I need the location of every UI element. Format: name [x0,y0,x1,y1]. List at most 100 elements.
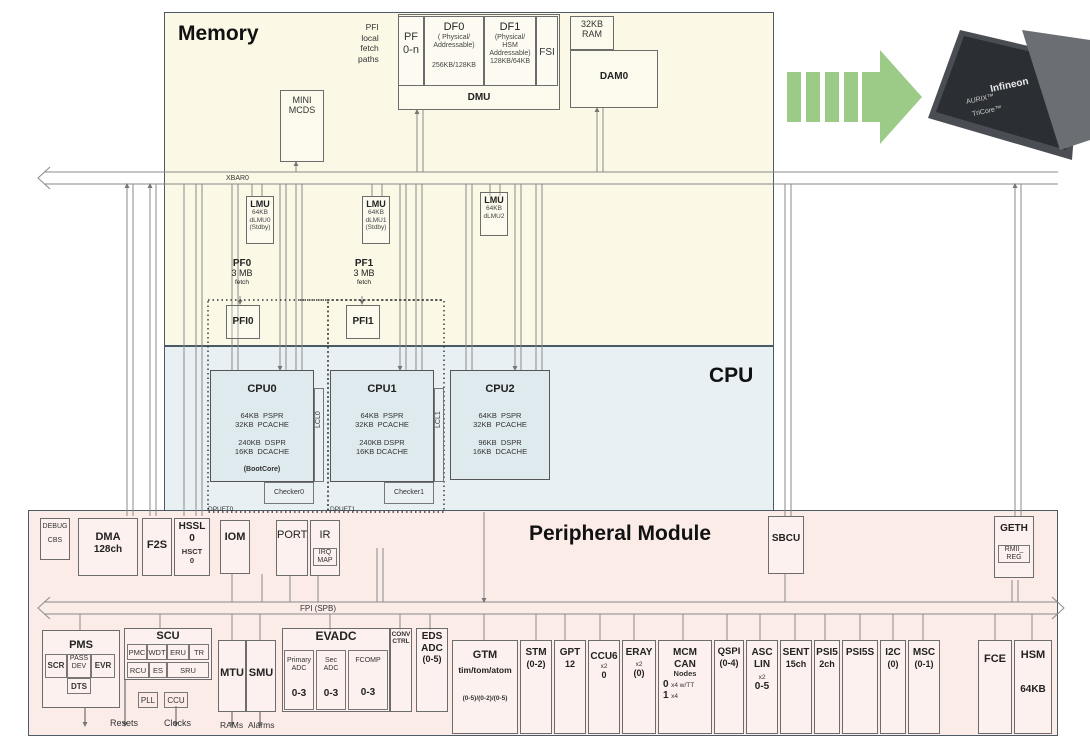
pmc-block: PMC [127,644,147,660]
pf-label: PF 0-n [403,31,419,56]
scu-block: SCU [124,628,212,680]
gpt-val: 12 [564,658,575,669]
memory-title: Memory [178,22,259,45]
i2c-val: (0) [887,658,899,669]
gpt-name: GPT [559,647,581,658]
fcomp-val: 0-3 [360,687,376,699]
f2s-label: F2S [146,539,168,551]
memory-region [164,12,774,346]
ccu6-val: 0 [601,669,607,680]
fcomp-block: FCOMP 0-3 [348,650,388,710]
dpu1-label: DPUFT1 [330,506,356,513]
df1-block: DF1 (Physical/ HSM Addressable) 128KB/64… [484,16,536,86]
clocks-label: Clocks [164,718,192,728]
sbcu-label: SBCU [771,533,801,544]
smu-block: SMU [246,640,276,712]
pms-name: PMS [69,639,93,651]
mini-mcds-label: MINI MCDS [288,95,316,116]
dmu-label: DMU [467,92,491,103]
ccu6-x: x2 [600,662,608,670]
sru-block: SRU [167,662,209,678]
df1-size: 128KB/64KB [489,57,531,65]
checker1-label: Checker1 [394,489,424,496]
evr-block: EVR [91,654,115,678]
debug-label: DEBUG [42,523,68,530]
pf0-name: PF0 [232,258,252,269]
hssl-block: HSSL 0 HSCT 0 [174,518,210,576]
ram-block: 32KB RAM [570,16,614,50]
cpu0-note: (BootCore) [243,466,281,474]
mcmcan-nodes: Nodes [673,669,697,678]
gtm-block: GTM tim/tom/atom (0-5)/(0-2)/(0-5) [452,640,518,734]
ccu6-block: CCU6 x2 0 [588,640,620,734]
eray-name: ERAY [625,647,653,658]
df1-name: DF1 [499,21,521,33]
i2c-name: I2C [885,647,901,658]
cpu1-name: CPU1 [367,383,397,395]
lmu2-desc: 64KB dLMU2 [483,205,505,220]
stm-val: (0-2) [526,658,546,669]
ram-label: 32KB RAM [580,19,604,40]
primary-adc-block: Primary ADC 0-3 [284,650,314,710]
hsct-name: HSCT [181,547,203,556]
wdt-block: WDT [147,644,167,660]
pf-block: PF 0-n [398,16,424,86]
lmu1-desc: 64KB dLMU1 (Stdby) [365,209,387,232]
rams-label: RAMs [220,720,244,730]
pfi0-block: PFI0 [226,305,260,339]
sbcu-block: SBCU [768,516,804,574]
checker1-block: Checker1 [384,482,434,504]
lmu0-name: LMU [250,199,270,209]
alarms-label: Alarms [248,720,275,730]
psi5s-label: PSI5S [845,647,875,658]
fce-block: FCE [978,640,1012,734]
sec-adc-name: Sec ADC [323,657,339,673]
asclin-val: 0-5 [754,681,770,693]
qspi-block: QSPI (0-4) [714,640,744,734]
psi5-name: PSI5 [816,647,838,658]
psi5-block: PSI5 2ch [814,640,840,734]
evadc-name: EVADC [315,629,357,643]
qspi-val: (0-4) [719,657,739,668]
smu-label: SMU [248,667,274,679]
lmu2-name: LMU [484,195,504,205]
df0-desc: ( Physical/ Addressable) [433,33,475,49]
mcmcan-node1-desc: x4 [671,693,678,701]
ccu6-name: CCU6 [590,651,618,662]
dma-name: DMA [95,531,121,543]
scr-block: SCR [45,654,67,678]
pfi0-label: PFI0 [232,316,254,327]
cpu0-name: CPU0 [247,383,277,395]
i2c-block: I2C (0) [880,640,906,734]
sec-adc-val: 0-3 [323,687,339,699]
msc-val: (0-1) [914,658,934,669]
cpu0-l2: 240KB DSPR 16KB DCACHE [234,437,290,456]
dma-block: DMA 128ch [78,518,138,576]
mcmcan-block: MCM CAN Nodes 0 x4 w/TT 1 x4 [658,640,712,734]
gtm-val: (0-5)/(0-2)/(0-5) [462,695,508,703]
pfi1-label: PFI1 [352,316,374,327]
mcmcan-line2: 1 x4 [659,690,711,702]
df0-block: DF0 ( Physical/ Addressable) 256KB/128KB [424,16,484,86]
psi5s-block: PSI5S [842,640,878,734]
port-label: PORT [277,529,308,541]
checker0-block: Checker0 [264,482,314,504]
ccu-block: CCU [164,692,188,708]
asclin-block: ASC LIN x2 0-5 [746,640,778,734]
dmu-block [398,14,560,110]
debug-block: DEBUG CBS [40,518,70,560]
rcu-block: RCU [127,662,149,678]
pf0-fetch: fetch [234,278,250,286]
asclin-x: x2 [758,674,766,681]
pf0-label: PF0 3 MB fetch [222,258,262,286]
fpi-label: FPI (SPB) [300,604,337,613]
pf0-size: 3 MB [231,268,253,278]
cpu2-l2: 96KB DSPR 16KB DCACHE [472,437,528,456]
hssl-num: 0 [189,532,195,544]
lmu1-block: LMU 64KB dLMU1 (Stdby) [362,196,390,244]
mcmcan-name: MCM CAN [673,647,697,670]
mtu-block: MTU [218,640,246,712]
checker0-label: Checker0 [274,489,304,496]
geth-block: GETH RMII_ REG [994,516,1034,578]
lmu2-block: LMU 64KB dLMU2 [480,192,508,236]
